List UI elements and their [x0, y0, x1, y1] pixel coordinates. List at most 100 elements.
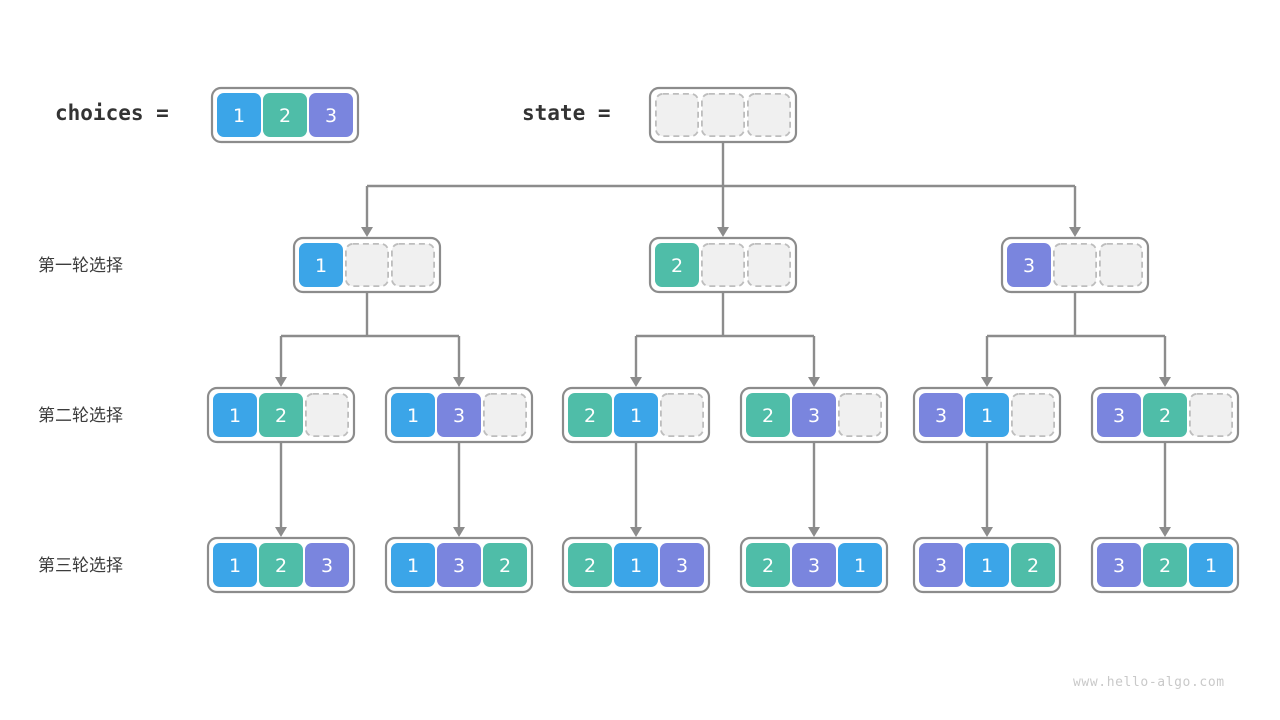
level3-node2-cell-0 — [391, 543, 435, 587]
arrow-level2-to-level3-3 — [630, 527, 642, 537]
choices-array-cell-0-value: 1 — [233, 105, 245, 127]
level2-node3-cell-0-value: 2 — [584, 405, 596, 427]
level3-node6-cell-2-value: 1 — [1205, 555, 1217, 577]
arrow-level1-1-to-level2-1 — [275, 377, 287, 387]
level3-node3-cell-2-value: 3 — [676, 555, 688, 577]
choices-array-cell-0 — [217, 93, 261, 137]
level2-node4-cell-1-value: 3 — [808, 405, 820, 427]
level3-node5-cell-0-value: 3 — [935, 555, 947, 577]
level3-node1-cell-2 — [305, 543, 349, 587]
level2-node6-cell-2-empty — [1189, 393, 1234, 438]
level3-node6-cell-1 — [1143, 543, 1187, 587]
level3-node3-cell-1 — [614, 543, 658, 587]
state-array-cell-1-empty — [701, 93, 746, 138]
level3-node2: 1 3 2 — [384, 536, 534, 594]
level2-node2-cell-0 — [391, 393, 435, 437]
level1-node3: 3 — [1000, 236, 1150, 294]
level2-node4-cell-0-value: 2 — [762, 405, 774, 427]
choices-array-cell-2-value: 3 — [325, 105, 337, 127]
level1-node1-cell-0 — [299, 243, 343, 287]
row-label-3: 第三轮选择 — [38, 556, 123, 576]
arrow-level2-to-level3-6 — [1159, 527, 1171, 537]
state-array-cell-2-empty — [747, 93, 792, 138]
level2-node3-cell-0 — [568, 393, 612, 437]
row-label-2: 第二轮选择 — [38, 406, 123, 426]
level3-node5-cell-2-value: 2 — [1027, 555, 1039, 577]
choices-array-cell-1 — [263, 93, 307, 137]
level2-node6-cell-1-value: 2 — [1159, 405, 1171, 427]
level2-node1-cell-2-empty — [305, 393, 350, 438]
level1-node2-cell-2-empty — [747, 243, 792, 288]
level3-node2-cell-2 — [483, 543, 527, 587]
level2-node5-cell-0 — [919, 393, 963, 437]
level3-node1-cell-0-value: 1 — [229, 555, 241, 577]
state-array — [648, 86, 798, 144]
level2-node5-cell-1-value: 1 — [981, 405, 993, 427]
level2-node1-cell-1-value: 2 — [275, 405, 287, 427]
level2-node4-cell-2-empty — [838, 393, 883, 438]
level3-node3-cell-1-value: 1 — [630, 555, 642, 577]
level1-node3-cell-0-value: 3 — [1023, 255, 1035, 277]
level3-node3-cell-0 — [568, 543, 612, 587]
level3-node6-cell-1-value: 2 — [1159, 555, 1171, 577]
arrow-level1-2-to-level2-1 — [630, 377, 642, 387]
level2-node2-cell-1 — [437, 393, 481, 437]
level2-node3-cell-2-empty — [660, 393, 705, 438]
level3-node4-cell-1-value: 3 — [808, 555, 820, 577]
level1-node1: 1 — [292, 236, 442, 294]
arrow-level2-to-level3-1 — [275, 527, 287, 537]
choices-label: choices = — [55, 101, 169, 125]
arrow-level1-1-to-level2-2 — [453, 377, 465, 387]
level1-node2-cell-0 — [655, 243, 699, 287]
level2-node5-cell-1 — [965, 393, 1009, 437]
level3-node5: 3 1 2 — [912, 536, 1062, 594]
level2-node6-cell-1 — [1143, 393, 1187, 437]
state-array-cell-0-empty — [655, 93, 700, 138]
level2-node6-cell-0-value: 3 — [1113, 405, 1125, 427]
level3-node1-cell-2-value: 3 — [321, 555, 333, 577]
level2-node1-cell-0 — [213, 393, 257, 437]
state-label: state = — [522, 101, 611, 125]
level3-node1-cell-1 — [259, 543, 303, 587]
arrow-root-to-level1-3 — [1069, 227, 1081, 237]
level2-node1-cell-1 — [259, 393, 303, 437]
arrow-level2-to-level3-4 — [808, 527, 820, 537]
arrow-level1-3-to-level2-1 — [981, 377, 993, 387]
level3-node5-cell-1-value: 1 — [981, 555, 993, 577]
level1-node3-cell-2-empty — [1099, 243, 1144, 288]
level3-node2-cell-0-value: 1 — [407, 555, 419, 577]
level3-node6-cell-0 — [1097, 543, 1141, 587]
level2-node3-cell-1 — [614, 393, 658, 437]
level1-node1-cell-2-empty — [391, 243, 436, 288]
level3-node2-cell-2-value: 2 — [499, 555, 511, 577]
level1-node3-cell-0 — [1007, 243, 1051, 287]
choices-array-cell-1-value: 2 — [279, 105, 291, 127]
level2-node4-cell-1 — [792, 393, 836, 437]
watermark: www.hello-algo.com — [1073, 675, 1225, 690]
level3-node6-cell-2 — [1189, 543, 1233, 587]
level3-node4-cell-1 — [792, 543, 836, 587]
level3-node3-cell-2 — [660, 543, 704, 587]
level1-node2-cell-1-empty — [701, 243, 746, 288]
level3-node4-cell-2 — [838, 543, 882, 587]
level2-node2-cell-1-value: 3 — [453, 405, 465, 427]
level2-node2-cell-2-empty — [483, 393, 528, 438]
row-label-1: 第一轮选择 — [38, 256, 123, 276]
arrow-level1-3-to-level2-2 — [1159, 377, 1171, 387]
level1-node2-cell-0-value: 2 — [671, 255, 683, 277]
level1-node1-cell-1-empty — [345, 243, 390, 288]
level3-node5-cell-0 — [919, 543, 963, 587]
level2-node1-cell-0-value: 1 — [229, 405, 241, 427]
level2-node5-cell-2-empty — [1011, 393, 1056, 438]
level3-node2-cell-1-value: 3 — [453, 555, 465, 577]
arrow-level1-2-to-level2-2 — [808, 377, 820, 387]
level3-node5-cell-1 — [965, 543, 1009, 587]
choices-array-cell-2 — [309, 93, 353, 137]
